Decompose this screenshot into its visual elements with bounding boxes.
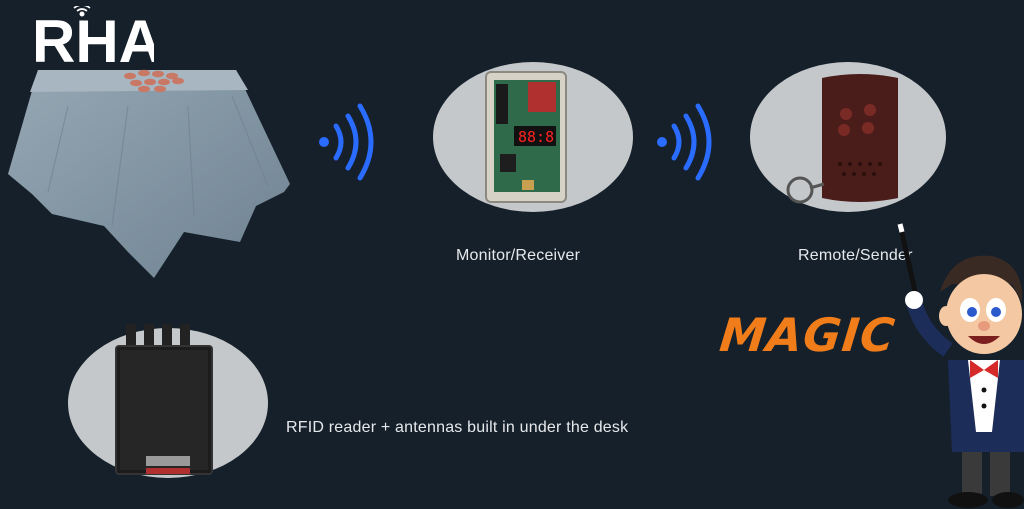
rha-logo: RHA [32, 6, 154, 70]
reader-caption: RFID reader + antennas built in under th… [286, 419, 629, 436]
rfid-reader-board [115, 324, 213, 475]
magician-cartoon [897, 223, 1024, 508]
wireless-signal-icon [657, 103, 712, 181]
receiver-display: 88:8 [518, 128, 554, 146]
logo-text: RHA [32, 8, 154, 70]
receiver-device: 88:8 [485, 71, 567, 203]
remote-caption: Remote/Sender [798, 247, 913, 264]
table-with-cloth [8, 69, 290, 278]
remote-control [786, 74, 898, 204]
magic-label: MAGIC [717, 308, 898, 362]
wireless-signal-icon [319, 103, 374, 181]
monitor-caption: Monitor/Receiver [456, 247, 581, 264]
